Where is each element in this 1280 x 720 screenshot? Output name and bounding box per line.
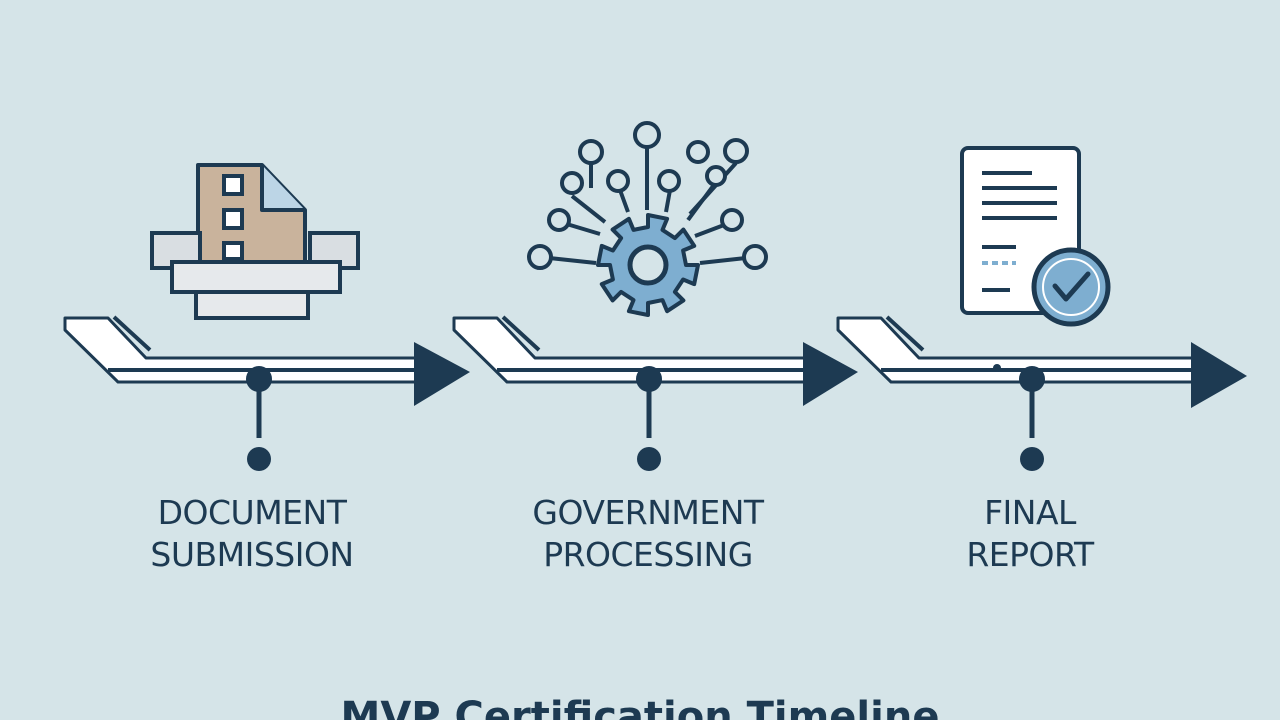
stage-label-final-report: FINAL REPORT bbox=[860, 492, 1200, 576]
report-check-icon bbox=[960, 146, 1111, 327]
stage-label-government-processing: GOVERNMENT PROCESSING bbox=[478, 492, 818, 576]
gear-network-icon bbox=[527, 121, 768, 317]
stage-label-document-submission: DOCUMENT SUBMISSION bbox=[82, 492, 422, 576]
stage-label-line: GOVERNMENT bbox=[532, 493, 764, 532]
timeline-node-3 bbox=[993, 364, 1045, 471]
timeline-node-1 bbox=[246, 366, 272, 471]
timeline-node-2 bbox=[636, 366, 662, 471]
stage-label-line: FINAL bbox=[984, 493, 1076, 532]
timeline-arrow-3 bbox=[836, 315, 1247, 408]
stage-label-line: DOCUMENT bbox=[157, 493, 347, 532]
printer-icon bbox=[150, 163, 360, 320]
stage-label-line: SUBMISSION bbox=[150, 535, 354, 574]
diagram-title: MVP Certification Timeline bbox=[340, 694, 940, 720]
stage-label-line: REPORT bbox=[966, 535, 1094, 574]
timeline-arrow-1 bbox=[63, 315, 470, 406]
gear-hub bbox=[627, 244, 669, 286]
timeline-arrow-2 bbox=[452, 315, 858, 406]
stage-label-line: PROCESSING bbox=[543, 535, 753, 574]
